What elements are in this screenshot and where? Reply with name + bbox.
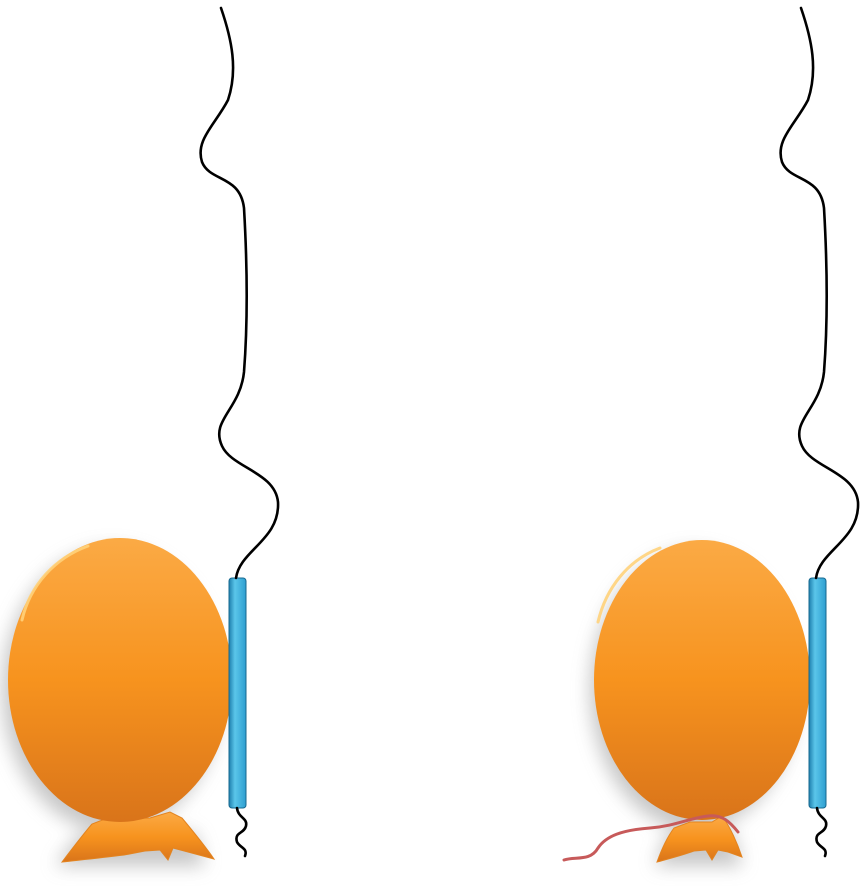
left-black-string bbox=[199, 6, 280, 580]
right-orange-body bbox=[594, 540, 810, 820]
left-string-tail bbox=[235, 806, 248, 858]
right-orange-foot bbox=[656, 815, 743, 863]
left-body-highlight bbox=[20, 544, 90, 622]
left-orange-foot bbox=[60, 811, 216, 863]
right-blue-bar bbox=[808, 577, 827, 809]
right-panel bbox=[562, 6, 860, 866]
left-blue-bar bbox=[228, 577, 247, 809]
right-black-string bbox=[779, 6, 860, 580]
right-string-tail bbox=[815, 806, 828, 858]
right-red-strand bbox=[562, 814, 740, 862]
right-body-highlight bbox=[596, 546, 662, 624]
left-orange-body bbox=[8, 538, 232, 822]
left-panel bbox=[2, 6, 280, 866]
